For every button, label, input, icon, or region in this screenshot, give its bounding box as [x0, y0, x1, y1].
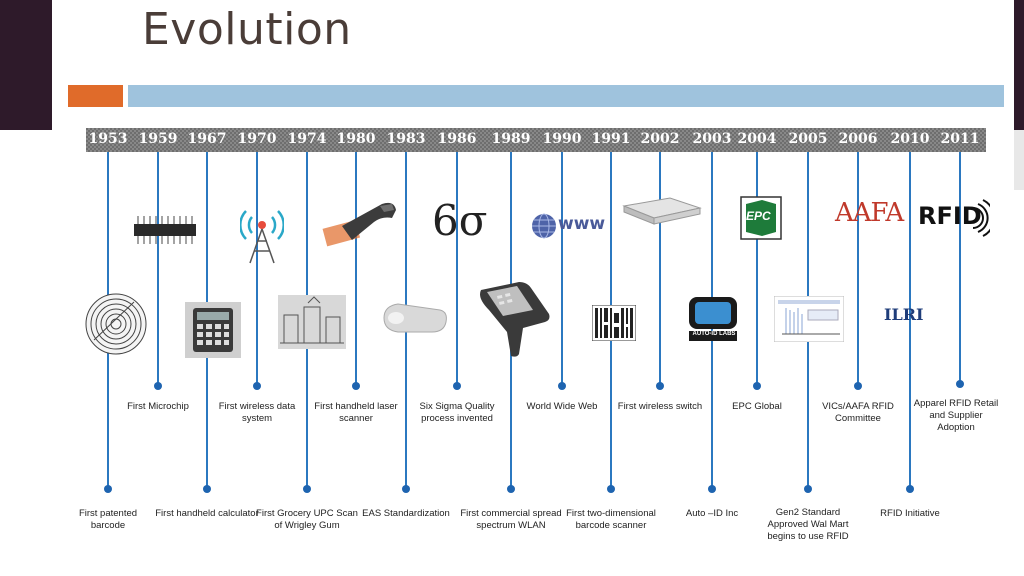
- connector-line-2002: [659, 152, 661, 386]
- event-label-1959: First Microchip: [127, 401, 189, 412]
- event-label-1983: EAS Standardization: [362, 508, 450, 519]
- event-label-2005: Gen2 Standard Approved Wal Mart begins t…: [767, 507, 849, 542]
- event-label-1990: World Wide Web: [526, 401, 598, 412]
- event-label-2003: Auto –ID Inc: [685, 508, 739, 519]
- connector-dot-1991: [607, 485, 615, 493]
- event-label-1986: Six Sigma Quality process invented: [419, 401, 495, 424]
- event-label-1967: First handheld calculator: [155, 508, 259, 519]
- eas-tag-icon: [383, 303, 447, 333]
- wireless-switch-icon: [622, 197, 702, 225]
- connector-dot-1986: [453, 382, 461, 390]
- timeline-bar: [86, 128, 986, 152]
- connector-dot-2010: [906, 485, 914, 493]
- connector-dot-2004: [753, 382, 761, 390]
- event-label-2004: EPC Global: [732, 401, 782, 412]
- connector-line-1986: [456, 152, 458, 386]
- ilri-logo: ILRI: [884, 305, 924, 324]
- connector-dot-1974: [303, 485, 311, 493]
- event-label-1953: First patented barcode: [78, 508, 138, 531]
- barcode-disc-icon: [85, 293, 147, 355]
- accent-bar-orange: [68, 85, 123, 107]
- left-dark-band: [0, 0, 52, 130]
- timeline-year-2006: 2006: [838, 131, 878, 147]
- www-logo-text: www: [558, 214, 606, 234]
- event-label-1980: First handheld laser scanner: [314, 401, 398, 424]
- connector-line-2004: [756, 152, 758, 386]
- microchip-icon: [134, 216, 196, 244]
- connector-dot-1959: [154, 382, 162, 390]
- calculator-icon: [185, 302, 241, 358]
- timeline-year-1953: 1953: [88, 131, 128, 147]
- connector-dot-2006: [854, 382, 862, 390]
- 2d-barcode-icon: [592, 305, 636, 341]
- event-label-1989: First commercial spread spectrum WLAN: [460, 508, 562, 531]
- accent-bar-blue: [128, 85, 1004, 107]
- connector-dot-1967: [203, 485, 211, 493]
- six-sigma-logo: 6σ: [432, 196, 488, 245]
- globe-icon: [532, 213, 556, 239]
- event-label-2002: First wireless switch: [617, 401, 703, 412]
- timeline-year-2003: 2003: [692, 131, 732, 147]
- connector-dot-1983: [402, 485, 410, 493]
- event-label-2011: Apparel RFID Retail and Supplier Adoptio…: [913, 398, 999, 433]
- connector-line-2006: [857, 152, 859, 386]
- connector-dot-1970: [253, 382, 261, 390]
- event-label-2010: RFID Initiative: [880, 508, 940, 519]
- epc-logo-text: EPC: [746, 209, 771, 223]
- spread-spectrum-device-icon: [480, 282, 550, 357]
- timeline-year-1989: 1989: [491, 131, 531, 147]
- timeline-year-1990: 1990: [542, 131, 582, 147]
- aafa-logo: AAFA: [835, 198, 904, 228]
- connector-dot-1989: [507, 485, 515, 493]
- timeline-year-1991: 1991: [591, 131, 631, 147]
- auto-id-labs-text: AUTO-ID LABS: [692, 331, 736, 337]
- timeline-year-1983: 1983: [386, 131, 426, 147]
- connector-line-1959: [157, 152, 159, 386]
- rfid-signal-icon: [972, 199, 990, 237]
- timeline-year-1986: 1986: [437, 131, 477, 147]
- auto-id-labs-logo: [689, 297, 737, 341]
- event-label-1974: First Grocery UPC Scan of Wrigley Gum: [256, 508, 358, 531]
- connector-line-2010: [909, 152, 911, 489]
- timeline-year-2005: 2005: [788, 131, 828, 147]
- connector-dot-2011: [956, 380, 964, 388]
- timeline-year-2010: 2010: [890, 131, 930, 147]
- grocery-scan-photo: [278, 295, 346, 349]
- rfid-logo: RFID: [918, 202, 982, 230]
- right-edge: [1014, 130, 1024, 190]
- connector-dot-2002: [656, 382, 664, 390]
- wireless-tower-icon: [240, 210, 284, 264]
- timeline-year-1967: 1967: [187, 131, 227, 147]
- connector-line-1970: [256, 152, 258, 386]
- timeline-year-2004: 2004: [737, 131, 777, 147]
- page-title: Evolution: [142, 4, 352, 55]
- event-label-1970: First wireless data system: [218, 401, 296, 424]
- timeline-year-1974: 1974: [287, 131, 327, 147]
- right-dark-band: [1014, 0, 1024, 130]
- connector-line-2011: [959, 152, 961, 384]
- timeline-year-2002: 2002: [640, 131, 680, 147]
- timeline-year-2011: 2011: [940, 131, 980, 147]
- connector-line-1990: [561, 152, 563, 386]
- laser-scanner-icon: [322, 202, 396, 247]
- connector-dot-2003: [708, 485, 716, 493]
- connector-dot-1953: [104, 485, 112, 493]
- event-label-1991: First two-dimensional barcode scanner: [566, 508, 656, 531]
- connector-dot-2005: [804, 485, 812, 493]
- epc-global-logo: [740, 196, 782, 240]
- timeline-year-1959: 1959: [138, 131, 178, 147]
- gen2-chart-thumbnail: [774, 296, 844, 342]
- event-label-2006: VICs/AAFA RFID Committee: [822, 401, 894, 424]
- connector-line-1980: [355, 152, 357, 386]
- timeline-year-1970: 1970: [237, 131, 277, 147]
- timeline-year-1980: 1980: [336, 131, 376, 147]
- connector-dot-1990: [558, 382, 566, 390]
- connector-dot-1980: [352, 382, 360, 390]
